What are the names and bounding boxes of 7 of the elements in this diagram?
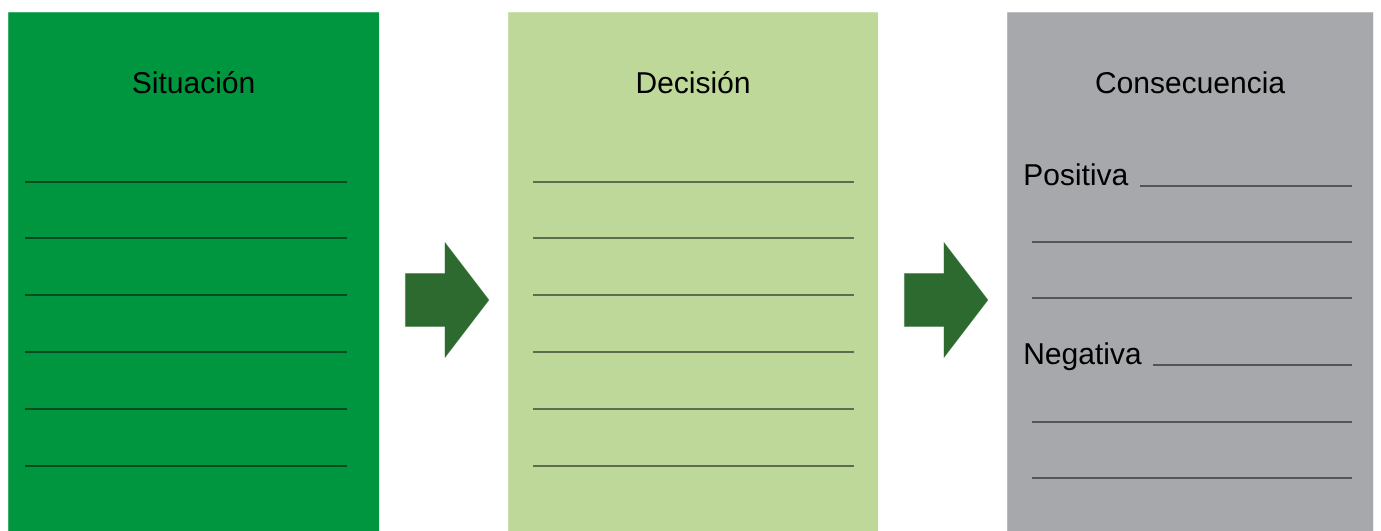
field-label: Positiva — [1025, 163, 1129, 186]
panel-heading: Consecuencia — [1096, 71, 1286, 94]
panel-heading: Decisión — [637, 70, 749, 94]
field-label: Negativa — [1025, 342, 1142, 371]
panel-heading: Situación — [133, 70, 254, 94]
block-arrow — [405, 242, 490, 358]
block-arrow — [904, 242, 989, 358]
